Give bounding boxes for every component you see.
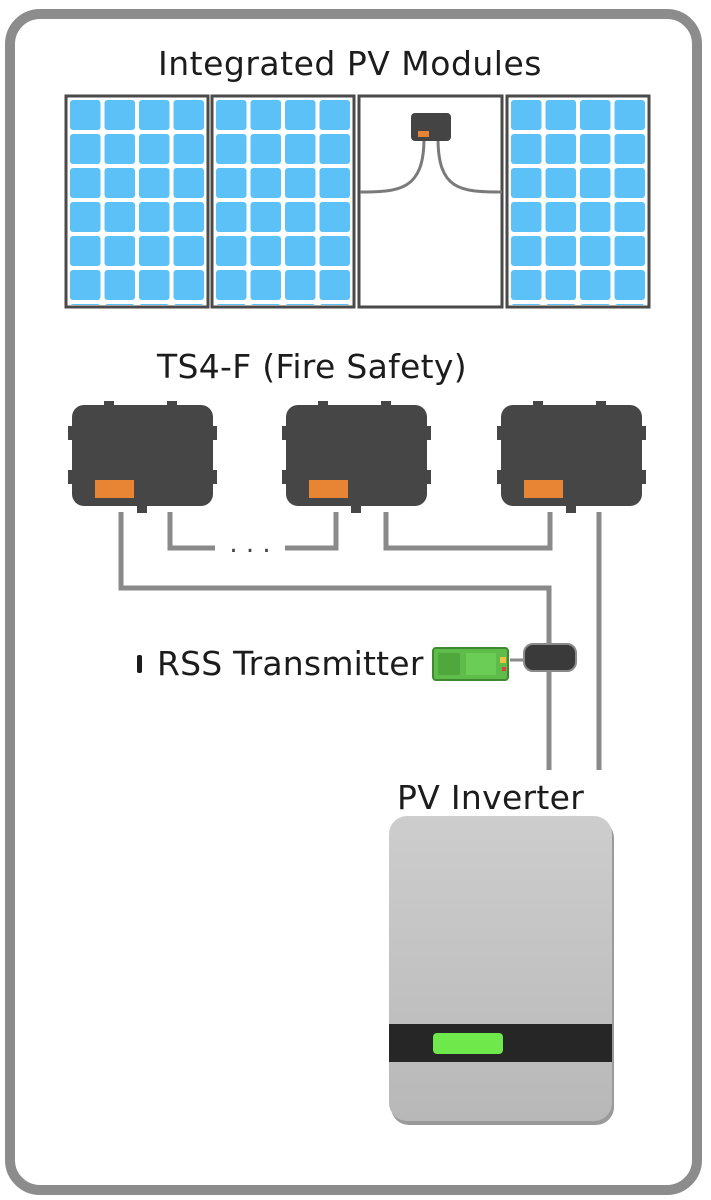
wiring — [118, 512, 602, 770]
junction-box-lead-left — [359, 137, 426, 194]
inverter-icon — [389, 816, 614, 1125]
wire-ellipsis-to-unit2 — [285, 512, 339, 551]
junction-box-icon — [411, 113, 451, 141]
ellipsis: . . . — [229, 529, 270, 559]
optimizer-unit-icon — [282, 401, 431, 513]
solar-panel-icon — [210, 94, 356, 309]
wire-unit2-to-unit3 — [383, 512, 553, 551]
current-clamp-icon — [523, 643, 577, 672]
solar-panel-icon — [505, 94, 651, 309]
solar-panel-back — [357, 94, 504, 309]
pv-modules — [64, 94, 651, 309]
optimizer-unit-icon — [68, 401, 217, 513]
inverter-label: PV Inverter — [397, 778, 585, 817]
inverter-status-led — [433, 1033, 503, 1054]
optimizer-units — [68, 401, 646, 513]
wire-unit1-to-clamp — [118, 512, 552, 770]
pv-modules-title: Integrated PV Modules — [158, 44, 542, 83]
optimizer-title: TS4-F (Fire Safety) — [157, 347, 467, 386]
wire-unit1-to-ellipsis — [167, 512, 215, 551]
truncated-bullet — [137, 655, 142, 673]
optimizer-unit-icon — [497, 401, 646, 513]
junction-box-lead-right — [436, 137, 503, 194]
transmitter-label: RSS Transmitter — [157, 644, 424, 683]
solar-panel-icon — [64, 94, 210, 309]
transmitter-icon — [432, 647, 509, 681]
